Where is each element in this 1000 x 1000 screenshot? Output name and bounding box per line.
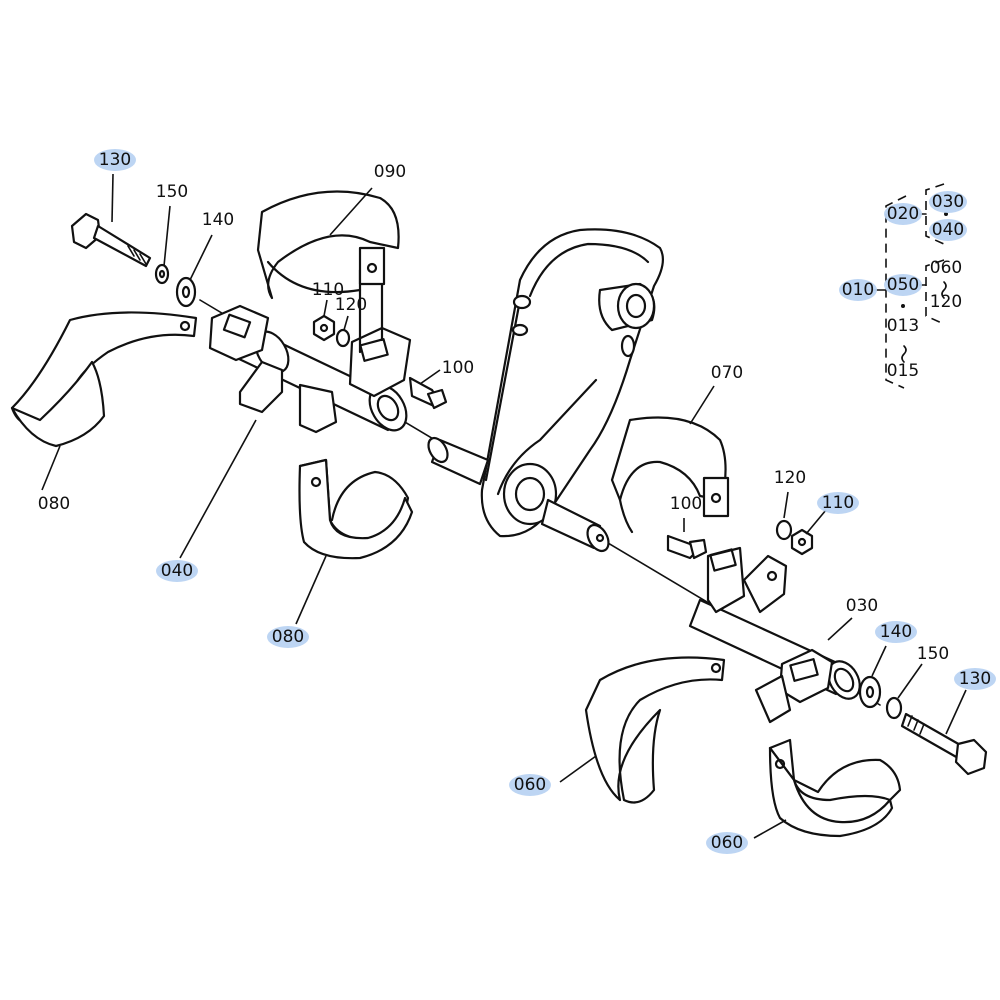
svg-text:120: 120 bbox=[930, 292, 962, 312]
callout-labels: 130 150 140 090 110 120 100 080 040 080 bbox=[38, 149, 996, 854]
callout-080-left: 080 bbox=[38, 494, 70, 514]
callout-110-right: 110 bbox=[817, 492, 859, 514]
svg-text:140: 140 bbox=[202, 210, 234, 230]
legend-item-030: 030 bbox=[929, 191, 967, 213]
nut-110-right bbox=[790, 528, 814, 556]
legend-item-015: 015 bbox=[887, 361, 919, 381]
svg-text:100: 100 bbox=[442, 358, 474, 378]
tine-060-lower bbox=[768, 738, 902, 838]
bolt-100-left bbox=[408, 376, 448, 410]
svg-text:080: 080 bbox=[38, 494, 70, 514]
legend-item-040: 040 bbox=[929, 219, 967, 241]
washer-140-left bbox=[175, 276, 197, 308]
legend-item-013: 013 bbox=[887, 316, 919, 336]
svg-text:110: 110 bbox=[822, 493, 854, 513]
left-tine-holder bbox=[208, 260, 412, 434]
callout-140-left: 140 bbox=[202, 210, 234, 230]
svg-text:020: 020 bbox=[887, 204, 919, 224]
svg-text:140: 140 bbox=[880, 622, 912, 642]
svg-text:050: 050 bbox=[887, 275, 919, 295]
callout-030: 030 bbox=[846, 596, 878, 616]
callout-120-right: 120 bbox=[774, 468, 806, 488]
svg-text:060: 060 bbox=[711, 833, 743, 853]
tine-060-upper bbox=[584, 656, 726, 804]
svg-text:060: 060 bbox=[514, 775, 546, 795]
callout-060-upper: 060 bbox=[509, 774, 551, 796]
legend-item-020: 020 bbox=[884, 203, 922, 225]
gearbox-housing bbox=[427, 228, 665, 553]
washer-150-left bbox=[154, 263, 170, 285]
bolt-100-right bbox=[666, 534, 708, 560]
legend-item-120: 120 bbox=[930, 292, 962, 312]
right-tine-holder bbox=[688, 546, 861, 724]
callout-070: 070 bbox=[711, 363, 743, 383]
svg-text:120: 120 bbox=[774, 468, 806, 488]
bolt-130-left bbox=[70, 212, 152, 268]
svg-text:040: 040 bbox=[161, 561, 193, 581]
svg-text:040: 040 bbox=[932, 220, 964, 240]
callout-130-left: 130 bbox=[94, 149, 136, 171]
legend-item-010: 010 bbox=[839, 279, 877, 301]
assembly-legend: 020 030 040 010 050 060 120 013 015 bbox=[839, 183, 967, 389]
tine-090 bbox=[256, 190, 400, 300]
callout-150-left: 150 bbox=[156, 182, 188, 202]
washer-120-right bbox=[775, 519, 793, 541]
nut-110-left bbox=[312, 314, 336, 342]
callout-130-right: 130 bbox=[954, 668, 996, 690]
legend-item-050: 050 bbox=[884, 274, 922, 296]
svg-text:110: 110 bbox=[312, 280, 344, 300]
callout-120-left: 120 bbox=[335, 295, 367, 315]
legend-item-060: 060 bbox=[930, 258, 962, 278]
svg-text:100: 100 bbox=[670, 494, 702, 514]
svg-text:150: 150 bbox=[156, 182, 188, 202]
svg-text:150: 150 bbox=[917, 644, 949, 664]
svg-text:013: 013 bbox=[887, 316, 919, 336]
callout-090: 090 bbox=[374, 162, 406, 182]
callout-100-right: 100 bbox=[670, 494, 702, 514]
washer-120-left bbox=[335, 328, 351, 348]
tine-080-left bbox=[10, 311, 198, 448]
svg-text:090: 090 bbox=[374, 162, 406, 182]
washer-150-right bbox=[885, 696, 903, 720]
svg-text:060: 060 bbox=[930, 258, 962, 278]
svg-text:030: 030 bbox=[932, 192, 964, 212]
svg-text:030: 030 bbox=[846, 596, 878, 616]
callout-060-lower: 060 bbox=[706, 832, 748, 854]
svg-text:010: 010 bbox=[842, 280, 874, 300]
svg-text:130: 130 bbox=[99, 150, 131, 170]
washer-140-right bbox=[858, 675, 882, 709]
leader-lines bbox=[41, 173, 967, 839]
tine-070 bbox=[610, 416, 730, 534]
callout-140-right: 140 bbox=[875, 621, 917, 643]
callout-150-right: 150 bbox=[917, 644, 949, 664]
callout-110-left: 110 bbox=[312, 280, 344, 300]
callout-100-left: 100 bbox=[442, 358, 474, 378]
callout-080-lower: 080 bbox=[267, 626, 309, 648]
bolt-130-right bbox=[900, 712, 988, 776]
svg-text:120: 120 bbox=[335, 295, 367, 315]
tine-080-lower bbox=[298, 458, 414, 560]
svg-text:130: 130 bbox=[959, 669, 991, 689]
svg-text:015: 015 bbox=[887, 361, 919, 381]
svg-text:080: 080 bbox=[272, 627, 304, 647]
callout-040: 040 bbox=[156, 560, 198, 582]
svg-text:070: 070 bbox=[711, 363, 743, 383]
